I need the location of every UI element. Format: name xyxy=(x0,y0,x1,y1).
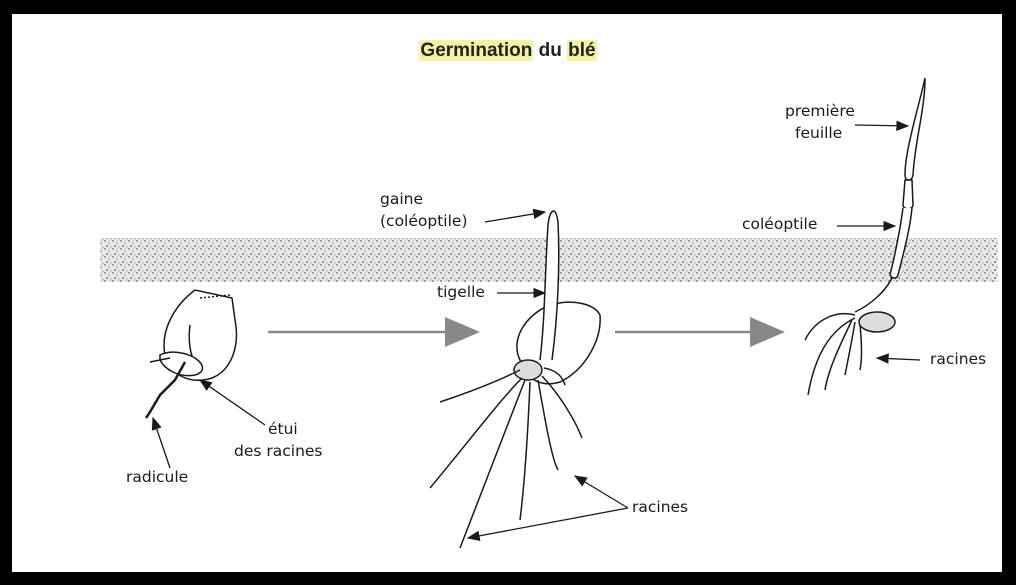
leader-racines-b xyxy=(468,508,628,538)
label-etui-line2: des racines xyxy=(234,442,323,461)
label-coleoptile: coléoptile xyxy=(742,215,817,234)
label-etui-line1: étui xyxy=(268,420,298,439)
label-racines-middle: racines xyxy=(632,498,688,517)
leader-premiere xyxy=(855,125,908,126)
title-word-du: du xyxy=(533,40,567,61)
leader-racines-a xyxy=(575,476,628,508)
label-gaine-line1: gaine xyxy=(380,190,423,209)
label-gaine-line2: (coléoptile) xyxy=(380,212,468,231)
diagram-title: Germination du blé xyxy=(0,40,1016,62)
title-word-germination: Germination xyxy=(419,40,533,61)
leader-etui xyxy=(200,380,265,425)
label-premiere-line1: première xyxy=(785,102,855,121)
leader-radicule xyxy=(153,418,170,468)
seed-stage-1 xyxy=(146,290,236,418)
label-tigelle: tigelle xyxy=(437,283,485,302)
label-premiere-line2: feuille xyxy=(795,124,842,143)
leader-gaine xyxy=(485,212,545,222)
label-radicule: radicule xyxy=(126,468,188,487)
leader-racines-right xyxy=(877,358,920,360)
title-word-ble: blé xyxy=(567,40,596,61)
label-racines-right: racines xyxy=(930,350,986,369)
